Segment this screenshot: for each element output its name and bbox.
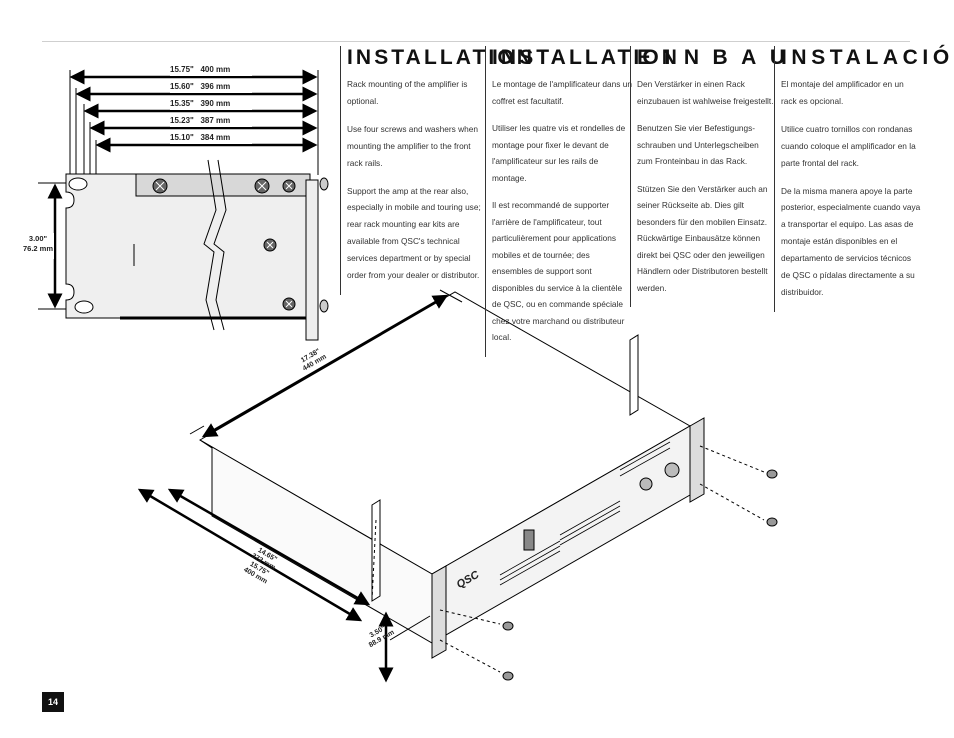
column-german-p2: Benutzen Sie vier Befestigungs-schrauben…	[637, 123, 759, 166]
dim-width-2-mm: 396 mm	[200, 82, 231, 91]
dim-width-3-mm: 390 mm	[200, 99, 231, 108]
column-french-heading: INSTALLATION	[492, 46, 681, 69]
dim-width-1: 15.75" 400 mm	[170, 65, 260, 75]
column-french-p3: Il est recommandé de supporter l'arrière…	[492, 200, 625, 342]
column-french: INSTALLATION Le montage de l'amplificate…	[485, 46, 681, 357]
column-french-p1: Le montage de l'amplificateur dans un co…	[492, 79, 632, 106]
column-english-p3: Support the amp at the rear also, especi…	[347, 185, 481, 281]
dim-width-4-in: 15.23"	[170, 116, 194, 125]
column-english-p1: Rack mounting of the amplifier is option…	[347, 79, 468, 106]
column-spanish-heading: INSTALACIÓN	[781, 46, 954, 69]
dim-height-mm: 76.2 mm	[22, 244, 54, 253]
column-french-p2: Utiliser les quatre vis et rondelles de …	[492, 123, 626, 183]
dim-width-5-mm: 384 mm	[200, 133, 231, 142]
column-spanish: INSTALACIÓN El montaje del amplificador …	[774, 46, 954, 312]
column-german-heading: EINBAU	[637, 46, 799, 69]
dim-width-4: 15.23" 387 mm	[170, 116, 260, 126]
column-spanish-p3: De la misma manera apoye la parte poster…	[781, 185, 921, 297]
column-spanish-p1: El montaje del amplificador en un rack e…	[781, 79, 904, 106]
dim-width-5-in: 15.10"	[170, 133, 194, 142]
dim-width-4-mm: 387 mm	[200, 116, 231, 125]
column-german: EINBAU Den Verstärker in einen Rack einz…	[630, 46, 799, 307]
column-english-heading: INSTALLATION	[347, 46, 536, 69]
dim-height: 3.00" 76.2 mm	[18, 234, 58, 254]
column-german-p1: Den Verstärker in einen Rack einzubauen …	[637, 79, 774, 106]
dim-width-3: 15.35" 390 mm	[170, 99, 260, 109]
dim-width-3-in: 15.35"	[170, 99, 194, 108]
dim-width-2: 15.60" 396 mm	[170, 82, 260, 92]
dim-width-5: 15.10" 384 mm	[170, 133, 260, 143]
column-english-p2: Use four screws and washers when mountin…	[347, 123, 478, 168]
column-english: INSTALLATION Rack mounting of the amplif…	[340, 46, 536, 295]
column-spanish-p2: Utilice cuatro tornillos con rondanas cu…	[781, 123, 916, 168]
dim-width-1-in: 15.75"	[170, 65, 194, 74]
column-german-p3: Stützen Sie den Verstärker auch an seine…	[637, 183, 768, 293]
dim-width-1-mm: 400 mm	[200, 65, 231, 74]
dim-width-2-in: 15.60"	[170, 82, 194, 91]
top-rule	[42, 41, 910, 42]
page-number: 14	[42, 692, 64, 712]
dim-height-in: 3.00"	[28, 234, 48, 243]
